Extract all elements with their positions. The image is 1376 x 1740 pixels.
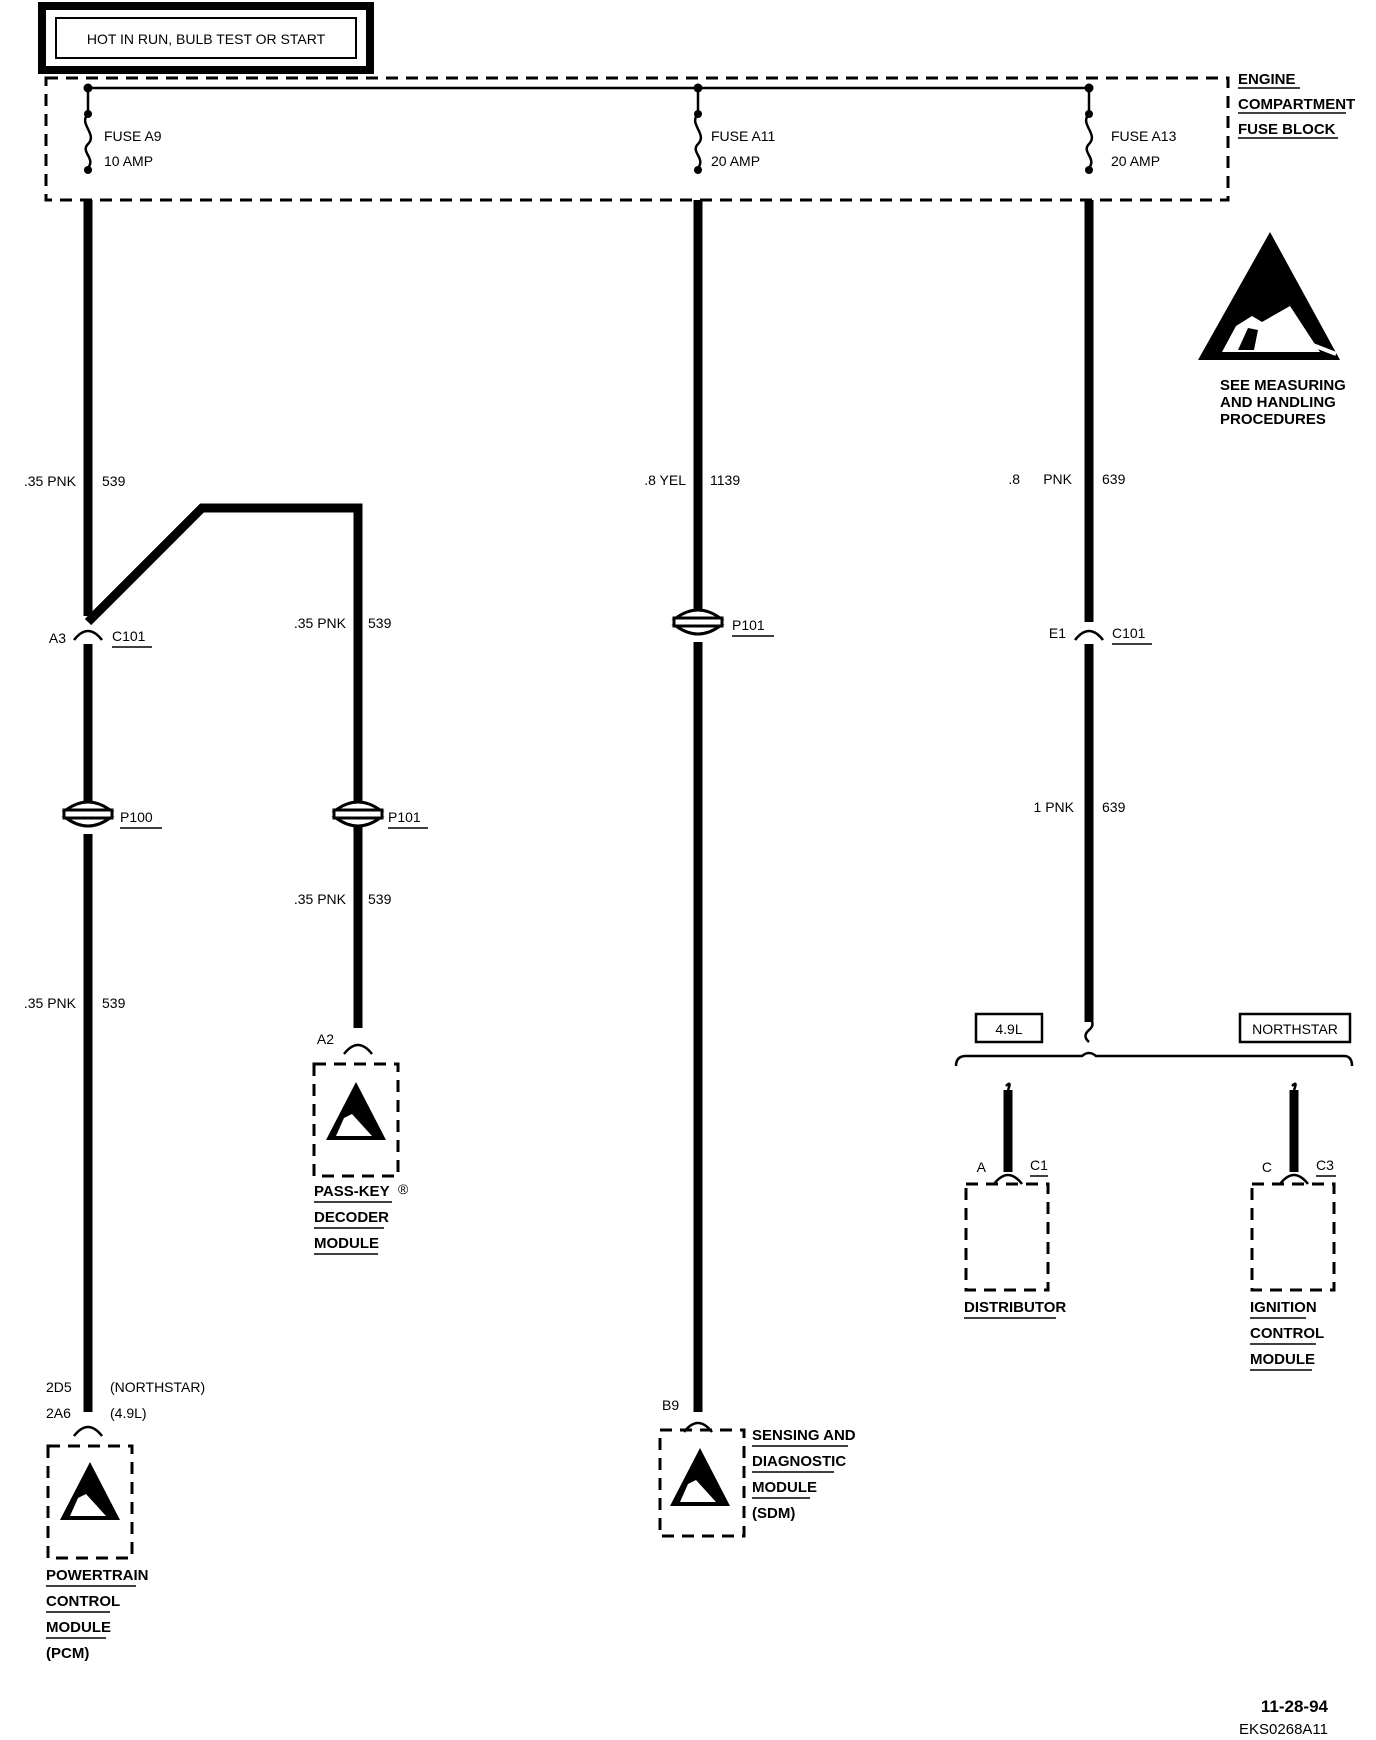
circuit-539: .35 PNK 539 A3 C101 P100 .35 PNK 539 .35… [24,200,428,1412]
wire-639-circuit-low: 639 [1102,799,1126,815]
sdm-label-3: MODULE [752,1479,817,1496]
connector-c101-a3-pin: A3 [49,630,66,646]
pcm-label-3: MODULE [46,1619,111,1636]
pcm-label-2: CONTROL [46,1593,120,1610]
power-label-box: HOT IN RUN, BULB TEST OR START [38,2,374,74]
wire-539-circuit-pcm: 539 [102,995,126,1011]
wire-539-size-branch-low: .35 PNK [294,891,347,907]
option-49l-label: 4.9L [995,1021,1022,1037]
connector-c101-a3: A3 C101 [49,628,152,806]
sensing-diagnostic-module: B9 SENSING AND DIAGNOSTIC MODULE (SDM) [658,1397,856,1538]
connector-c101-a3-name: C101 [112,628,146,644]
grommet-p101-mid: P101 [671,608,774,637]
sdm-pin: B9 [662,1397,679,1413]
icm-label-2: CONTROL [1250,1325,1324,1342]
wire-539-circuit-branch-low: 539 [368,891,392,907]
pcm-label-1: POWERTRAIN [46,1567,149,1584]
connector-c101-e1-name: C101 [1112,625,1146,641]
fuse-block-label-3: FUSE BLOCK [1238,121,1336,138]
fuse-block-label-2: COMPARTMENT [1238,96,1355,113]
wire-1139-circuit: 1139 [710,472,740,488]
powertrain-control-module: 2D5 (NORTHSTAR) 2A6 (4.9L) POWERTRAIN CO… [46,1379,205,1662]
circuit-1139: .8 YEL 1139 P101 [644,200,774,1412]
icm-connector: C3 [1316,1157,1334,1173]
circuit-639: .8 PNK 639 E1 C101 1 PNK 639 [1008,200,1152,1043]
esd-warning-line-1: SEE MEASURING [1220,377,1346,394]
passkey-pin: A2 [317,1031,334,1047]
ignition-control-module: C C3 IGNITION CONTROL MODULE [1250,1082,1336,1371]
pcm-note-northstar: (NORTHSTAR) [110,1379,205,1395]
grommet-p100-name: P100 [120,809,153,825]
esd-warning-line-2: AND HANDLING [1220,394,1336,411]
distributor-outline [964,1182,1050,1292]
icm-outline [1250,1182,1336,1292]
esd-warning: SEE MEASURING AND HANDLING PROCEDURES [1198,232,1346,428]
sdm-label-1: SENSING AND [752,1427,856,1444]
wire-639-size-top: .8 [1008,471,1020,487]
power-label: HOT IN RUN, BULB TEST OR START [87,31,326,47]
passkey-label-1: PASS-KEY [314,1183,390,1200]
icm-label-1: IGNITION [1250,1299,1317,1316]
distributor: A C1 DISTRIBUTOR [964,1082,1066,1319]
option-49l-box [974,1012,1044,1044]
fuse-a11-name: FUSE A11 [711,128,776,144]
sdm-label-2: DIAGNOSTIC [752,1453,846,1470]
wire-539-size-branch-mid: .35 PNK [294,615,347,631]
fuse-a13-name: FUSE A13 [1111,128,1177,144]
fuse-a9-rating: 10 AMP [104,153,153,169]
esd-warning-icon [1198,232,1340,360]
fuse-a13-symbol [1084,113,1094,169]
option-northstar-label: NORTHSTAR [1252,1021,1338,1037]
pcm-pin-northstar: 2D5 [46,1379,72,1395]
wire-539-size-pcm: .35 PNK [24,995,77,1011]
passkey-outline [312,1062,400,1178]
wire-639-size-low: 1 PNK [1034,799,1075,815]
passkey-reg-mark: ® [398,1181,409,1197]
grommet-p101-mid-name: P101 [732,617,765,633]
grommet-p100: P100 [61,800,162,1412]
icm-pin: C [1262,1159,1272,1175]
pcm-pin-49: 2A6 [46,1405,71,1421]
distributor-connector: C1 [1030,1157,1048,1173]
passkey-label-3: MODULE [314,1235,379,1252]
pcm-label-4: (PCM) [46,1645,89,1662]
passkey-decoder-module: A2 PASS-KEY ® DECODER MODULE [312,1031,409,1255]
wire-539-circuit-top: 539 [102,473,126,489]
fuse-a9-symbol [83,113,93,169]
engine-option-split: 4.9L NORTHSTAR [954,1012,1354,1067]
fuse-a13: FUSE A13 20 AMP [1084,83,1177,174]
fuse-block: ENGINE COMPARTMENT FUSE BLOCK FUSE A9 10… [44,71,1355,202]
wire-539-circuit-branch-mid: 539 [368,615,392,631]
wire-1139-size: .8 YEL [644,472,686,488]
sdm-outline [658,1428,746,1538]
wire-539-size-top: .35 PNK [24,473,77,489]
connector-c101-e1-pin: E1 [1049,625,1066,641]
footer-date: 11-28-94 [1261,1697,1329,1716]
pcm-note-49: (4.9L) [110,1405,147,1421]
grommet-p101-branch: P101 [331,800,428,829]
distributor-pin: A [977,1159,987,1175]
passkey-label-2: DECODER [314,1209,389,1226]
distributor-label: DISTRIBUTOR [964,1299,1066,1316]
option-northstar-box [1238,1012,1352,1044]
fuse-a11: FUSE A11 20 AMP [693,83,776,174]
fuse-a11-rating: 20 AMP [711,153,760,169]
grommet-p101-branch-name: P101 [388,809,421,825]
pcm-outline [46,1444,134,1560]
wire-639-circuit-top: 639 [1102,471,1126,487]
fuse-a11-symbol [693,113,703,169]
fuse-a9-name: FUSE A9 [104,128,162,144]
sdm-label-4: (SDM) [752,1505,795,1522]
fuse-a9: FUSE A9 10 AMP [83,83,162,174]
connector-c101-e1: E1 C101 [1049,625,1152,645]
wire-539-branch [84,503,363,1028]
fuse-block-outline [44,76,1230,202]
icm-label-3: MODULE [1250,1351,1315,1368]
fuse-a13-rating: 20 AMP [1111,153,1160,169]
wire-639-color-top: PNK [1043,471,1072,487]
fuse-block-label-1: ENGINE [1238,71,1296,88]
esd-warning-line-3: PROCEDURES [1220,411,1326,428]
footer-code: EKS0268A11 [1239,1721,1328,1738]
